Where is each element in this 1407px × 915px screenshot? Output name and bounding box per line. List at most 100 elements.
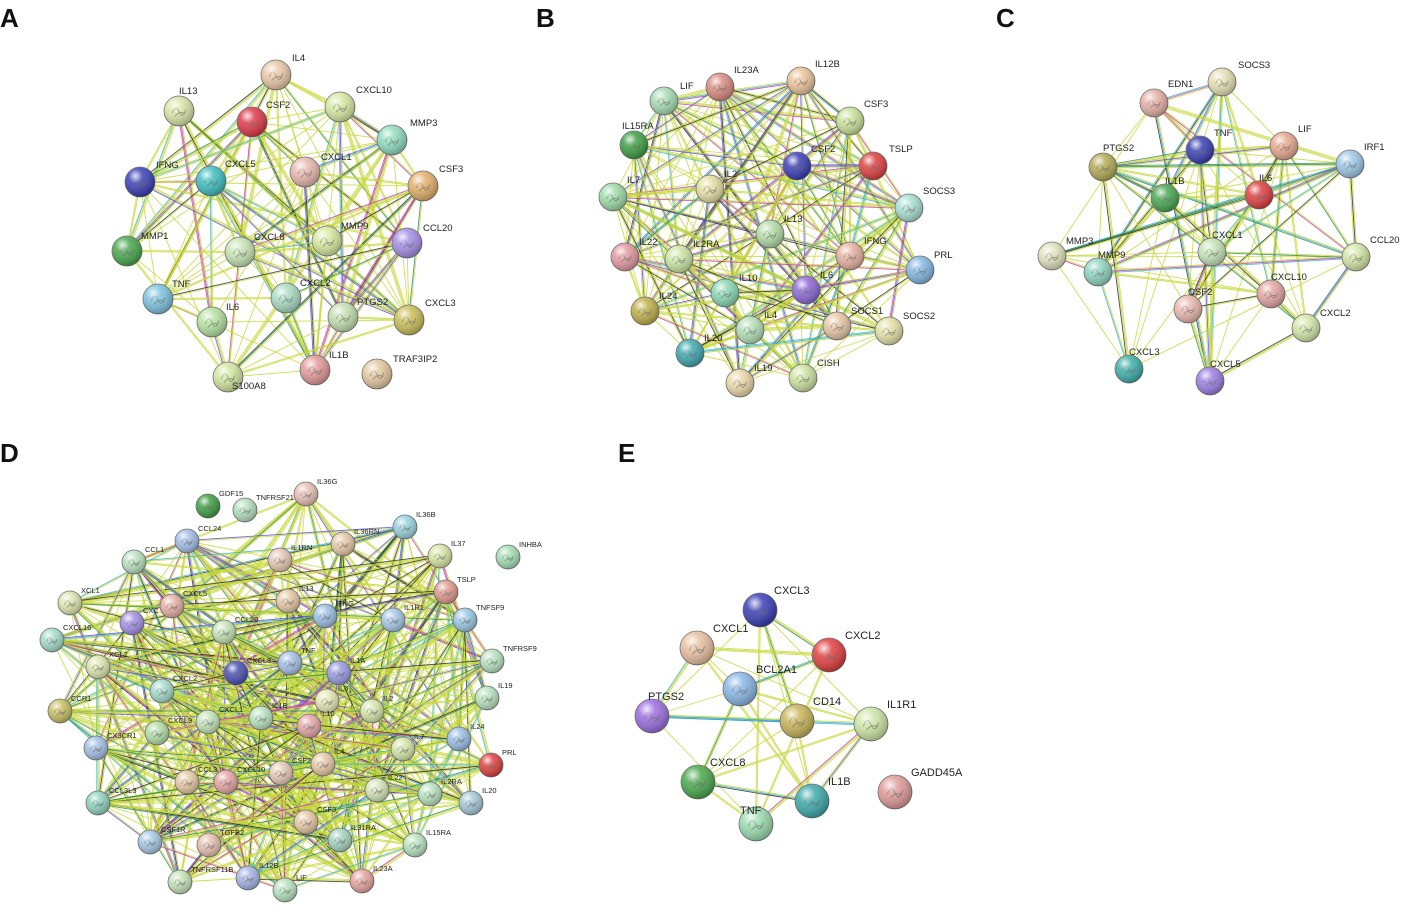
node-cxcl3[interactable]: CXCL3 [393, 298, 456, 336]
node-il7[interactable]: IL7 [390, 732, 424, 762]
node-cxcl2[interactable]: CXCL2 [811, 630, 880, 673]
node-il4[interactable]: IL4 [310, 747, 344, 777]
node-il2[interactable]: IL2 [359, 694, 393, 724]
node-csf3[interactable]: CSF3 [293, 805, 336, 835]
node-socs1[interactable]: SOCS1 [822, 306, 883, 341]
node-csf2[interactable]: CSF2 [1173, 287, 1212, 324]
node-ccl20[interactable]: CCL20 [391, 223, 453, 259]
node-il1b[interactable]: IL1B [794, 776, 851, 819]
node-prl[interactable]: PRL [478, 748, 517, 778]
node-ccl1[interactable]: CCL1 [121, 545, 164, 575]
node-tnf[interactable]: TNF [1185, 128, 1233, 165]
node-tnfrsf11b[interactable]: TNFRSF11B [167, 865, 233, 895]
node-il4[interactable]: IL4 [735, 310, 777, 345]
node-il24[interactable]: IL24 [446, 722, 485, 752]
node-il19[interactable]: IL19 [725, 363, 773, 398]
node-il22[interactable]: IL22 [364, 773, 403, 803]
node-mmp9[interactable]: MMP9 [1083, 250, 1125, 287]
node-inhba[interactable]: INHBA [495, 540, 542, 570]
node-mmp9[interactable]: MMP9 [311, 221, 368, 257]
node-cxcl2[interactable]: CXCL2 [270, 278, 331, 314]
node-il23a[interactable]: IL23A [705, 65, 759, 102]
node-il31ra[interactable]: IL31RA [327, 823, 376, 853]
node-il4[interactable]: IL4 [260, 53, 305, 91]
node-il36b[interactable]: IL36B [392, 510, 436, 540]
node-cxcl2[interactable]: CXCL2 [149, 674, 197, 704]
node-traf3ip2[interactable]: TRAF3IP2 [361, 354, 437, 390]
node-cxcl3[interactable]: CXCL3 [742, 585, 809, 628]
node-tnfrsf9[interactable]: TNFRSF9 [479, 644, 537, 674]
node-socs3[interactable]: SOCS3 [1207, 60, 1270, 97]
node-tnf[interactable]: TNF [738, 805, 774, 842]
node-il36g[interactable]: IL36G [293, 477, 338, 507]
node-ptgs2[interactable]: PTGS2 [1088, 143, 1134, 182]
node-cxcl8[interactable]: CXCL8 [224, 232, 285, 268]
node-gdf15[interactable]: GDF15 [195, 489, 243, 519]
node-il6[interactable]: IL6 [1244, 173, 1274, 210]
node-cxcl8[interactable]: CXCL8 [223, 656, 271, 686]
node-mmp3[interactable]: MMP3 [376, 118, 437, 156]
node-il36rn[interactable]: IL36RN [330, 527, 379, 557]
node-il23a[interactable]: IL23A [349, 864, 393, 894]
node-il22[interactable]: IL22 [610, 237, 658, 272]
node-edn1[interactable]: EDN1 [1139, 79, 1193, 118]
node-il2ra[interactable]: IL2RA [664, 239, 720, 274]
node-il1b[interactable]: IL1B [1150, 176, 1185, 213]
node-il7[interactable]: IL7 [598, 175, 640, 212]
node-tslp[interactable]: TSLP [433, 575, 476, 605]
node-il2[interactable]: IL2 [695, 169, 737, 204]
node-cxcl10[interactable]: CXCL10 [324, 85, 392, 123]
node-xcl1[interactable]: XCL1 [57, 586, 100, 616]
node-il6[interactable]: IL6 [196, 302, 239, 338]
node-il13[interactable]: IL13 [755, 214, 803, 249]
node-ccl20[interactable]: CCL20 [1341, 235, 1400, 272]
node-ccl20[interactable]: CCL20 [211, 615, 258, 645]
node-prl[interactable]: PRL [905, 250, 952, 285]
node-cxcl2[interactable]: CXCL2 [1291, 308, 1351, 343]
node-ptgs2[interactable]: PTGS2 [634, 691, 684, 734]
node-ccl24[interactable]: CCL24 [174, 524, 221, 554]
node-cxcl8[interactable]: CXCL8 [680, 757, 745, 800]
node-il20[interactable]: IL20 [675, 333, 723, 368]
node-cx3cr1[interactable]: CX3CR1 [83, 731, 137, 761]
node-il1r1[interactable]: IL1R1 [853, 699, 916, 742]
node-csf1r[interactable]: CSF1R [137, 825, 186, 855]
node-lif[interactable]: LIF [649, 81, 694, 116]
node-il1a[interactable]: IL1A [326, 656, 365, 686]
node-cxcl5[interactable]: CXCL5 [159, 589, 207, 619]
node-csf3[interactable]: CSF3 [835, 99, 888, 136]
node-il1b[interactable]: IL1B [299, 350, 349, 386]
node-csf2[interactable]: CSF2 [236, 100, 290, 138]
node-socs2[interactable]: SOCS2 [874, 311, 935, 346]
node-il6[interactable]: IL6 [791, 270, 833, 305]
node-ifng[interactable]: IFNG [312, 599, 354, 629]
node-ccl3l3[interactable]: CCL3L3 [85, 786, 137, 816]
node-lif[interactable]: LIF [272, 873, 307, 903]
node-cxc[interactable]: CXC [119, 606, 159, 636]
node-ifng[interactable]: IFNG [835, 236, 887, 271]
node-csf2[interactable]: CSF2 [782, 144, 835, 181]
node-il1rn[interactable]: IL1RN [267, 543, 312, 573]
node-irf1[interactable]: IRF1 [1335, 142, 1385, 179]
node-ccr1[interactable]: CCR1 [47, 694, 91, 724]
node-il15ra[interactable]: IL15RA [402, 828, 451, 858]
node-tslp[interactable]: TSLP [858, 144, 913, 181]
node-il6[interactable]: IL6 [314, 684, 348, 714]
node-cxcl1[interactable]: CXCL1 [195, 705, 243, 735]
node-ifng[interactable]: IFNG [124, 160, 179, 198]
node-mmp1[interactable]: MMP1 [111, 231, 168, 267]
node-cxcl5[interactable]: CXCL5 [1195, 359, 1241, 396]
node-il2ra[interactable]: IL2RA [417, 777, 462, 807]
node-il1r1[interactable]: IL1R1 [380, 603, 424, 633]
node-tgfb2[interactable]: TGFB2 [196, 828, 244, 858]
node-bcl2a1[interactable]: BCL2A1 [722, 664, 797, 707]
node-cxcl10[interactable]: CXCL10 [213, 765, 265, 795]
node-cd14[interactable]: CD14 [779, 696, 841, 739]
node-mmp3[interactable]: MMP3 [1037, 236, 1093, 271]
node-tnfsf9[interactable]: TNFSF9 [452, 603, 504, 633]
node-cxcl1[interactable]: CXCL1 [289, 152, 352, 188]
node-il37[interactable]: IL37 [427, 539, 466, 569]
node-cxcl1[interactable]: CXCL1 [679, 623, 748, 666]
node-gadd45a[interactable]: GADD45A [877, 767, 963, 810]
node-s100a8[interactable]: S100A8 [212, 361, 266, 393]
